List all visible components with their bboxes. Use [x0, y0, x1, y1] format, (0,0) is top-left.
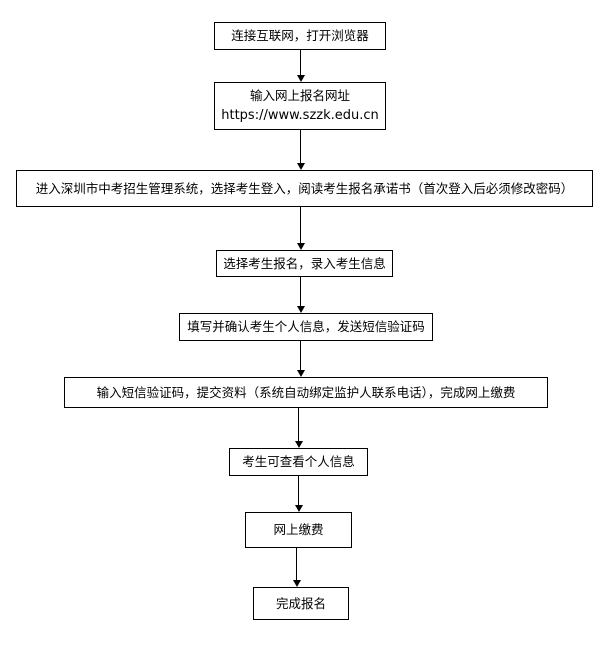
step-view-info: 考生可查看个人信息 [229, 448, 368, 476]
step-label: 进入深圳市中考招生管理系统，选择考生登入，阅读考生报名承诺书（首次登入后必须修改… [35, 180, 574, 196]
step-label: 输入短信验证码，提交资料（系统自动绑定监护人联系电话），完成网上缴费 [96, 384, 516, 400]
step-confirm-info: 填写并确认考生个人信息，发送短信验证码 [179, 313, 433, 341]
step-label: 输入网上报名网址 [249, 88, 350, 103]
step-select-registration: 选择考生报名，录入考生信息 [216, 250, 393, 277]
step-label: 网上缴费 [273, 522, 324, 537]
flow-arrow [296, 130, 306, 170]
flow-arrow [294, 476, 304, 512]
arrowhead-icon [296, 163, 305, 170]
step-connect-internet: 连接互联网，打开浏览器 [214, 22, 386, 50]
flow-arrow [296, 341, 306, 377]
arrowhead-icon [294, 505, 303, 512]
step-label: 完成报名 [275, 595, 326, 611]
step-complete-registration: 完成报名 [253, 587, 349, 620]
arrowhead-icon [292, 580, 301, 587]
step-submit-materials: 输入短信验证码，提交资料（系统自动绑定监护人联系电话），完成网上缴费 [64, 377, 548, 408]
registration-url: https://www.szzk.edu.cn [221, 108, 379, 123]
flow-arrow [294, 408, 304, 448]
flow-arrow [292, 548, 302, 587]
step-label: 选择考生报名，录入考生信息 [223, 255, 386, 271]
arrowhead-icon [294, 441, 303, 448]
arrowhead-icon [296, 306, 305, 313]
step-label: 考生可查看个人信息 [242, 454, 355, 469]
arrowhead-icon [296, 75, 305, 82]
arrowhead-icon [296, 370, 305, 377]
step-label: 填写并确认考生个人信息，发送短信验证码 [187, 319, 425, 334]
step-login-system: 进入深圳市中考招生管理系统，选择考生登入，阅读考生报名承诺书（首次登入后必须修改… [16, 170, 593, 207]
step-online-payment: 网上缴费 [245, 512, 352, 548]
flow-arrow [296, 50, 306, 82]
flow-arrow [296, 277, 306, 313]
step-enter-url: 输入网上报名网址 https://www.szzk.edu.cn [214, 82, 386, 130]
step-label: 连接互联网，打开浏览器 [231, 28, 369, 43]
flow-arrow [296, 207, 306, 250]
arrowhead-icon [296, 243, 305, 250]
